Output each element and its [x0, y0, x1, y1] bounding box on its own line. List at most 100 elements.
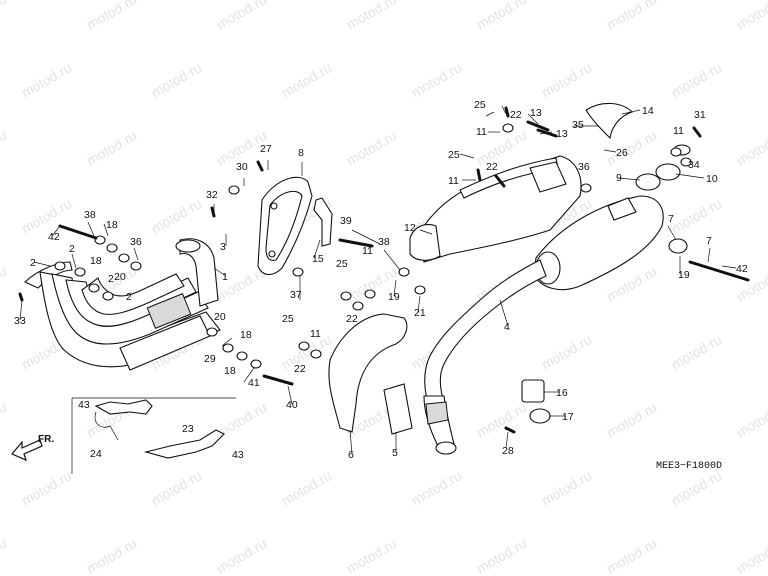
callout-11: 11	[476, 126, 487, 138]
callout-11: 11	[310, 328, 321, 340]
watermark-text: motod.ru	[0, 0, 9, 33]
washer	[670, 147, 682, 157]
callout-19: 19	[388, 291, 400, 303]
watermark-text: motod.ru	[0, 127, 9, 168]
collar-16-17	[521, 379, 551, 424]
callout-25: 25	[282, 313, 294, 325]
callout-11: 11	[362, 245, 373, 257]
callout-26: 26	[616, 147, 628, 159]
watermark-text: motod.ru	[474, 535, 530, 576]
callout-1: 1	[222, 271, 228, 283]
leader-line	[721, 265, 737, 269]
watermark-text: motod.ru	[84, 535, 140, 576]
watermark-text: motod.ru	[409, 467, 465, 508]
watermark-text: motod.ru	[734, 535, 768, 576]
bushing-right	[668, 238, 688, 254]
callout-40: 40	[286, 399, 298, 411]
washer	[680, 157, 692, 167]
watermark-text: motod.ru	[669, 195, 725, 236]
leader-line	[621, 109, 641, 115]
watermark-text: motod.ru	[279, 467, 335, 508]
callout-2: 2	[69, 243, 75, 255]
watermark-text: motod.ru	[474, 399, 530, 440]
watermark-text: motod.ru	[539, 59, 595, 100]
leader-line	[351, 229, 381, 245]
washer	[580, 183, 592, 193]
callout-20: 20	[114, 271, 126, 283]
leader-line	[221, 337, 233, 347]
leader-lines	[19, 105, 737, 455]
callout-9: 9	[616, 172, 622, 184]
callout-43: 43	[232, 449, 244, 461]
leader-line	[527, 113, 539, 125]
diagram-code: MEE3−F1800D	[656, 461, 722, 472]
callout-21: 21	[414, 307, 426, 319]
bolt	[504, 106, 510, 118]
watermark-text: motod.ru	[0, 263, 9, 304]
watermark-text: motod.ru	[0, 535, 9, 576]
callout-3: 3	[220, 241, 226, 253]
leader-line	[707, 247, 711, 263]
callout-7: 7	[706, 235, 712, 247]
front-arrow-label: FR.	[38, 434, 54, 445]
washer	[236, 351, 248, 361]
callout-16: 16	[556, 387, 568, 399]
watermark-text: motod.ru	[539, 331, 595, 372]
leader-line	[417, 295, 421, 313]
callout-2: 2	[30, 257, 36, 269]
callout-7: 7	[668, 213, 674, 225]
leader-line	[393, 279, 397, 297]
callout-42: 42	[736, 263, 748, 275]
callout-12: 12	[404, 222, 416, 234]
gaskets-9-10	[635, 144, 691, 191]
callout-8: 8	[298, 147, 304, 159]
callout-23: 23	[182, 423, 194, 435]
callout-36: 36	[578, 161, 590, 173]
watermark-text: motod.ru	[604, 535, 660, 576]
front-direction-arrow: FR.	[11, 434, 54, 462]
callout-4: 4	[504, 321, 510, 333]
bolt	[210, 206, 216, 218]
washer	[88, 283, 100, 293]
callout-6: 6	[348, 449, 354, 461]
callout-17: 17	[562, 411, 574, 423]
callout-39: 39	[340, 215, 352, 227]
bolt	[688, 260, 750, 282]
watermark-text: motod.ru	[734, 127, 768, 168]
watermark-text: motod.ru	[344, 0, 400, 33]
washer	[250, 359, 262, 369]
leader-line	[505, 431, 509, 449]
callout-30: 30	[236, 161, 248, 173]
washer	[292, 267, 304, 277]
callout-5: 5	[392, 447, 398, 459]
callout-34: 34	[688, 159, 700, 171]
header-pipes	[24, 238, 221, 371]
callout-24: 24	[90, 448, 102, 460]
leader-line	[213, 267, 227, 277]
watermark-text: motod.ru	[19, 195, 75, 236]
callout-numbers: 1 2 2 2 2 3 4 5 6 7 7 8 9 10 11 11 11 11…	[14, 99, 748, 461]
exhaust-pipe-4	[423, 259, 547, 455]
callout-31: 31	[694, 109, 706, 121]
washer	[74, 267, 86, 277]
watermark-text: motod.ru	[19, 467, 75, 508]
bolt	[338, 238, 374, 248]
callout-2: 2	[108, 273, 114, 285]
watermark-text: motod.ru	[604, 0, 660, 33]
leader-line	[499, 299, 509, 327]
bolt	[692, 126, 702, 138]
watermark-text: motod.ru	[669, 59, 725, 100]
leader-line	[51, 225, 61, 237]
callout-18: 18	[106, 219, 118, 231]
watermark-text: motod.ru	[604, 399, 660, 440]
callout-38: 38	[84, 209, 96, 221]
washer	[106, 243, 118, 253]
bolt	[494, 174, 506, 188]
watermark-text: motod.ru	[214, 535, 270, 576]
washer	[54, 261, 66, 271]
bracket-15	[313, 197, 333, 247]
o2-sensor-inset	[71, 397, 236, 474]
callout-18: 18	[90, 255, 102, 267]
